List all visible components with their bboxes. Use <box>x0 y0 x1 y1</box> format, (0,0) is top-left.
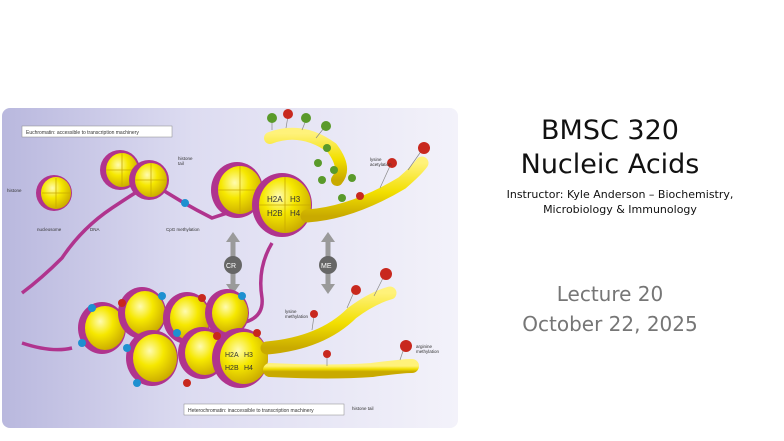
cpg-methyl-marker <box>181 199 189 207</box>
cr-arrow: CR <box>224 232 242 294</box>
acetylation-marks <box>267 109 430 202</box>
h4-label-bottom: H4 <box>244 365 253 372</box>
histone-tail-label-bottom: histone tail <box>352 406 374 411</box>
h2a-label-bottom: H2A <box>225 352 239 359</box>
chromatin-figure: Euchromatin: accessible to transcription… <box>2 108 458 428</box>
h2b-label: H2B <box>267 209 283 218</box>
me-arrow: ME <box>319 232 337 294</box>
euchromatin-label-box <box>21 125 173 138</box>
histone-tail-right <box>300 156 429 223</box>
heterochromatin-cluster: H2A H3 H2B H4 <box>78 287 268 388</box>
lecture-date: October 22, 2025 <box>522 312 698 336</box>
instructor-line-2: Microbiology & Immunology <box>543 203 697 216</box>
h3-label-bottom: H3 <box>244 352 253 359</box>
dna-strand-bottom <box>21 341 73 352</box>
instructor-line-1: Instructor: Kyle Anderson – Biochemistry… <box>506 188 734 201</box>
histone-tail-lower-1 <box>260 286 397 355</box>
course-name: Nucleic Acids <box>520 149 700 180</box>
histone-tail-upper <box>264 127 347 186</box>
course-code: BMSC 320 <box>541 115 679 146</box>
dna-label: DNA <box>90 227 100 232</box>
h3-label: H3 <box>290 195 301 204</box>
dna-strand-middle <box>241 242 274 325</box>
nucleosome-labeled: H2A H3 H2B H4 <box>252 173 312 237</box>
histone-tail-lower-2 <box>263 359 419 379</box>
chromatin-diagram: Euchromatin: accessible to transcription… <box>7 109 440 416</box>
nucleosome-small <box>36 175 72 211</box>
nucleosome-3 <box>129 160 169 200</box>
lecture-number: Lecture 20 <box>556 282 664 306</box>
heterochromatin-label: Heterochromatin: inaccessible to transcr… <box>188 408 314 414</box>
h2b-label-bottom: H2B <box>225 365 239 372</box>
h2a-label: H2A <box>267 195 283 204</box>
nucleosome-4 <box>211 162 263 218</box>
cr-label: CR <box>226 263 236 270</box>
h4-label: H4 <box>290 209 301 218</box>
euchromatin-label: Euchromatin: accessible to transcription… <box>26 130 139 136</box>
heterochromatin-label-box <box>183 403 345 416</box>
methylation-marks-lower <box>310 268 412 366</box>
cpg-label: CpG methylation <box>166 227 200 232</box>
histone-label: histone <box>7 188 22 193</box>
nucleosome-label: nucleosome <box>37 227 62 232</box>
me-label: ME <box>321 263 332 270</box>
